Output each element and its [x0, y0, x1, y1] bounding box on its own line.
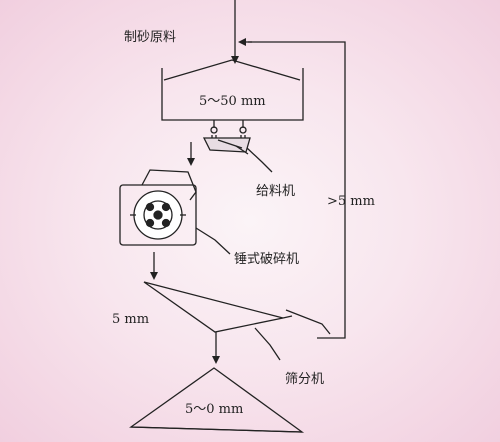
feeder-unit	[202, 120, 251, 155]
oversize-label: >5 mm	[327, 194, 375, 209]
screen-label: 筛分机	[285, 372, 325, 387]
hammer-crusher-label: 锤式破碎机	[234, 252, 300, 267]
crusher-leader	[195, 227, 231, 255]
raw-material-label: 制砂原料	[124, 30, 177, 45]
hopper-roof	[163, 59, 301, 81]
screen-leader	[254, 327, 281, 361]
product-size-label: 5～0 mm	[185, 402, 244, 417]
hopper-size-label: 5～50 mm	[199, 94, 266, 109]
recycle-line	[248, 41, 346, 339]
screen-unit	[143, 281, 331, 335]
undersize-label: 5 mm	[112, 312, 150, 327]
feeder-leader	[246, 147, 273, 173]
hopper-body	[161, 68, 304, 121]
hammer-crusher-unit	[119, 169, 197, 246]
feeder-label: 给料机	[256, 184, 296, 199]
